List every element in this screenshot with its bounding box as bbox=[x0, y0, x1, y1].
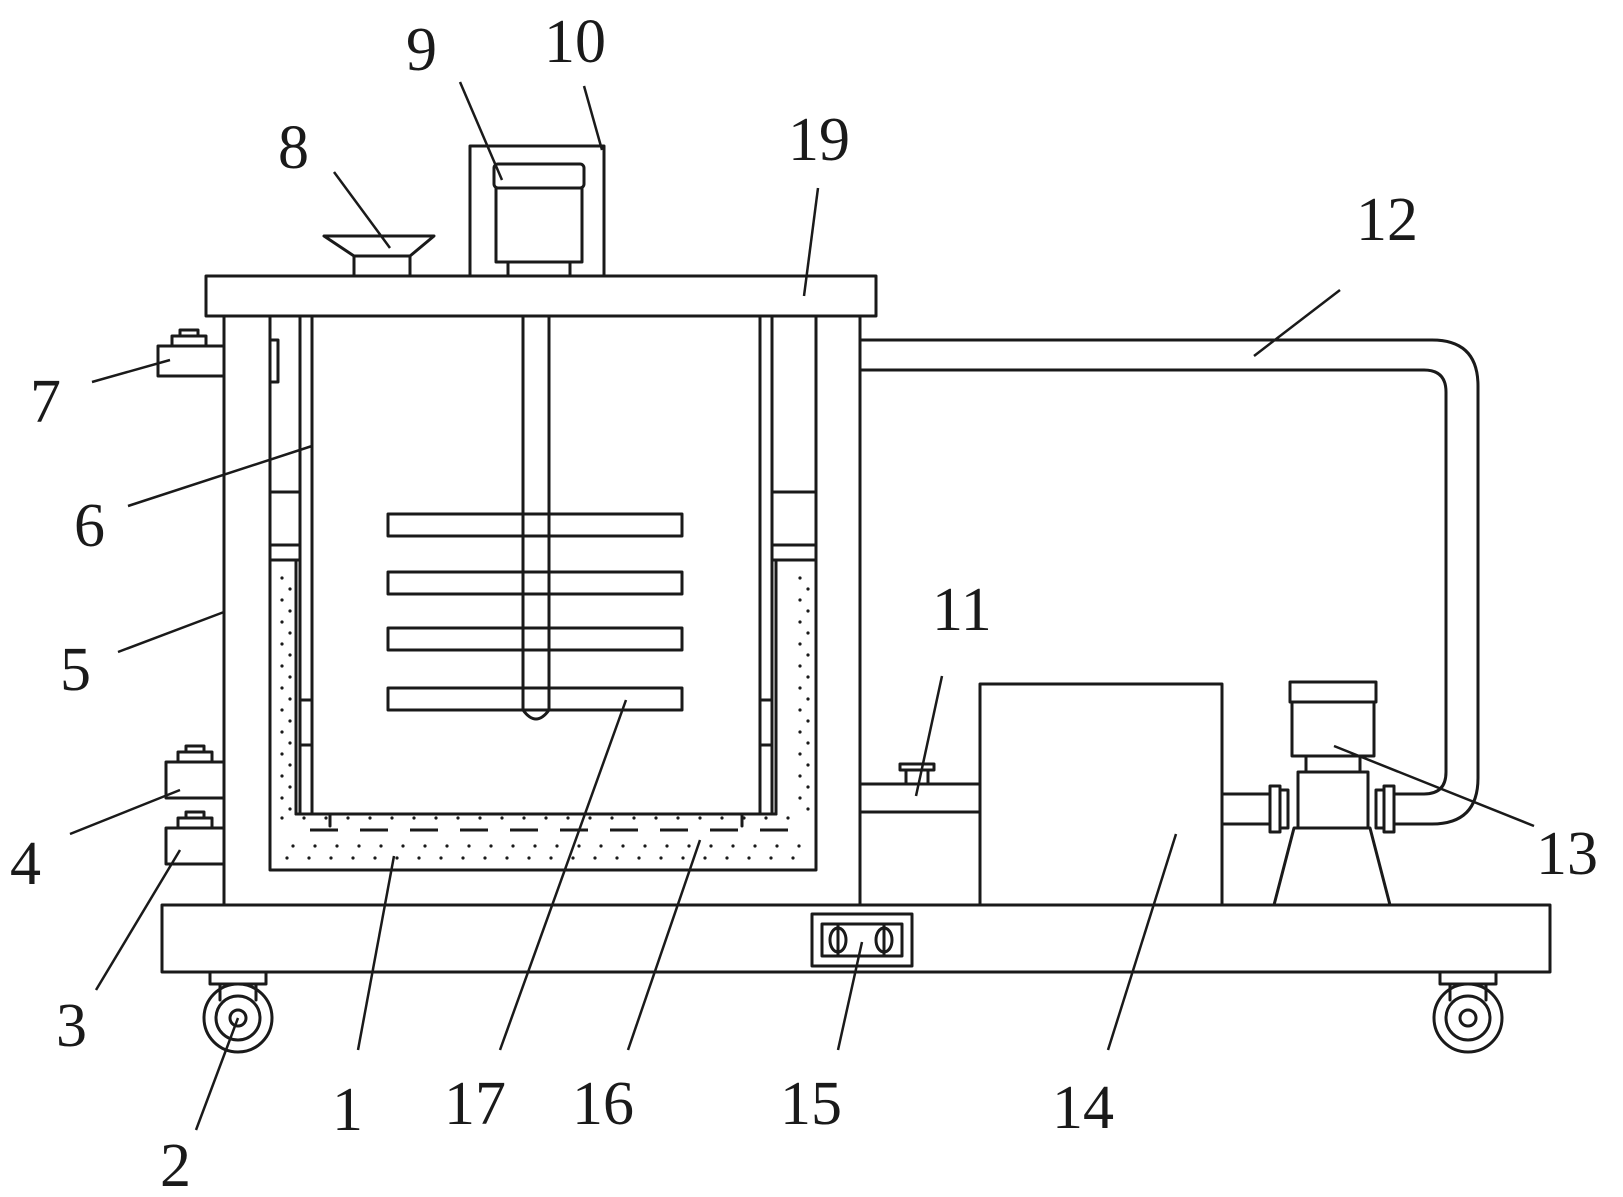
label-1: 1 bbox=[332, 1076, 363, 1144]
label-11: 11 bbox=[932, 576, 992, 644]
label-4: 4 bbox=[10, 830, 41, 898]
feed-hopper bbox=[324, 236, 434, 276]
label-2: 2 bbox=[160, 1132, 191, 1197]
top-side-valve bbox=[158, 330, 278, 382]
label-5: 5 bbox=[60, 636, 91, 704]
motor bbox=[494, 164, 584, 276]
middle-side-valve bbox=[166, 746, 224, 798]
drain-valve bbox=[166, 812, 224, 864]
switch-panel bbox=[812, 914, 912, 966]
label-10: 10 bbox=[544, 8, 606, 76]
label-16: 16 bbox=[572, 1070, 634, 1138]
part-labels: 1 2 3 4 5 6 7 8 9 10 11 12 13 14 15 16 1… bbox=[10, 8, 1598, 1197]
label-8: 8 bbox=[278, 114, 309, 182]
label-12: 12 bbox=[1356, 186, 1418, 254]
label-7: 7 bbox=[30, 368, 61, 436]
right-wheel bbox=[1434, 972, 1502, 1052]
outlet-pipe bbox=[860, 764, 980, 812]
label-14: 14 bbox=[1052, 1074, 1114, 1142]
left-wheel bbox=[204, 972, 272, 1052]
lid bbox=[206, 276, 876, 316]
label-3: 3 bbox=[56, 992, 87, 1060]
label-9: 9 bbox=[406, 16, 437, 84]
label-15: 15 bbox=[780, 1070, 842, 1138]
storage-box bbox=[980, 684, 1222, 905]
label-17: 17 bbox=[444, 1070, 506, 1138]
label-6: 6 bbox=[74, 492, 105, 560]
label-13: 13 bbox=[1536, 820, 1598, 888]
pump bbox=[1274, 682, 1390, 905]
label-19: 19 bbox=[788, 106, 850, 174]
